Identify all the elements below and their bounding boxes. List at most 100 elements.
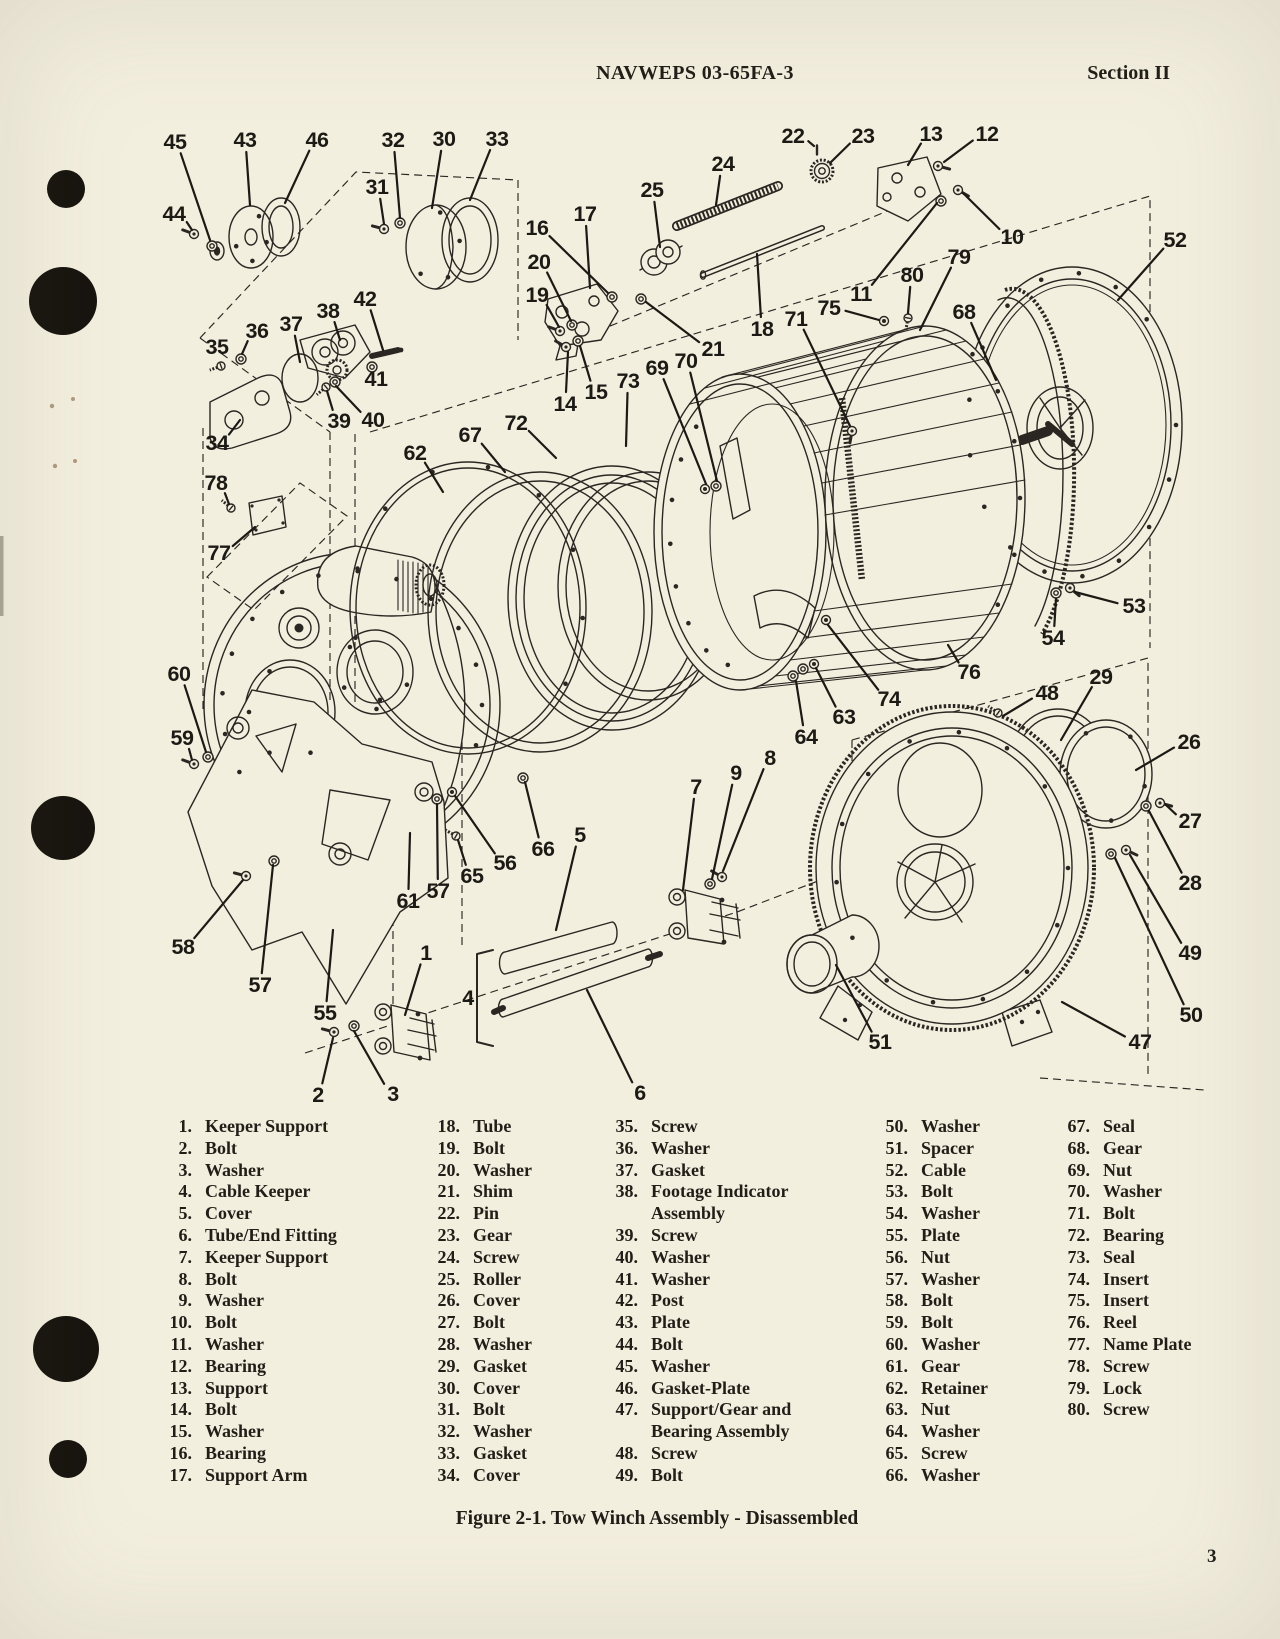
part-number: 79. [1067,1377,1091,1398]
callout-leader [369,309,385,352]
callout-leader [961,191,1001,231]
part-name: Washer [921,1268,981,1289]
callout-leader [393,150,402,220]
callout-number: 8 [764,746,776,770]
parts-list-item: 63.Nut [850,1399,988,1421]
nut-icon [699,483,711,495]
washer-icon [1140,800,1152,812]
parts-list-item: 57. Washer [850,1269,988,1291]
callout-number: 31 [366,175,389,199]
washer-icon [787,670,799,682]
bolt-icon [1154,797,1174,809]
bolt-hole-dot [456,625,461,631]
parts-list-item: 60.Washer [850,1334,988,1356]
bolt-icon [554,339,572,353]
parts-list-item: 48.Screw [580,1443,809,1465]
callout-leader [870,201,939,286]
part-number: 68. [1067,1137,1091,1158]
parts-list-item: 80.Screw [1032,1399,1191,1421]
bolt-hole-dot [220,691,225,696]
bolt-hole-dot [907,739,912,744]
parts-list-item: 16. Bearing [134,1443,337,1465]
washer-icon [366,361,378,373]
bolt-hole-dot [834,879,839,885]
bolt-hole-dot [686,620,691,626]
parts-list-item: 33. Gasket [402,1443,532,1465]
callout-number: 26 [1178,730,1201,754]
callout-number: 16 [526,216,549,240]
bolt-hole-dot [693,424,699,430]
callout-leader [802,328,852,428]
part-number: 33. [437,1442,461,1463]
callout-leader [183,684,208,754]
callout-leader [1128,853,1183,944]
part-name: Gasket [473,1442,527,1463]
bolt-hole-dot [982,504,987,510]
parts-list-item: 49.Bolt [580,1465,809,1487]
callout-leader [293,334,302,364]
bolt-hole-dot [1166,477,1172,482]
callout-leader [527,429,558,460]
part-name: Washer [651,1355,711,1376]
bolt-hole-dot [1146,524,1152,530]
callout-number: 63 [833,705,856,729]
parts-list-item: 64.Washer [850,1421,988,1443]
bolt-icon [181,758,200,770]
part-number: 57. [885,1268,909,1289]
callout-number: 22 [782,124,805,148]
parts-list-item: 35.Screw [580,1116,809,1138]
parts-list-item: 74.Insert [1032,1269,1191,1291]
parts-list-item: 66.Washer [850,1465,988,1487]
callout-leader [814,666,837,708]
callout-number: 21 [702,337,725,361]
part-number: 42. [615,1290,639,1311]
callout-number: 57 [427,879,450,903]
part-name: Bolt [205,1137,238,1158]
callout-leader [548,235,610,295]
callout-leader [710,783,734,881]
callout-leader [193,878,245,940]
part-number: 72. [1067,1224,1091,1245]
callout-number: 75 [818,296,841,320]
bolt-hole-dot [1116,558,1122,563]
callout-leader [545,303,561,329]
parts-list-item: 59.Bolt [850,1312,988,1334]
registration-mark [47,170,85,208]
part-number: 16. [169,1442,193,1463]
part-name: Washer [205,1421,265,1442]
parts-list-item: 10.Bolt [134,1312,337,1334]
bolt-hole-dot [668,541,673,547]
part-number: 13. [169,1377,193,1398]
callout-leader [325,389,334,411]
bolt-icon [320,1026,340,1038]
bolt-icon [952,184,970,198]
part-name: Spacer [921,1137,974,1158]
callout-number: 80 [901,263,924,287]
callout-number: 5 [574,823,586,847]
washer-icon [1105,848,1117,860]
callout-number: 39 [328,409,351,433]
part-number: 70. [1067,1181,1091,1202]
washer-icon [268,855,280,867]
part-name: Washer [921,1116,981,1136]
part-number: 76. [1067,1312,1091,1333]
part-number: 15. [169,1421,193,1442]
callout-leader [624,391,629,448]
part-name: Bearing [205,1442,266,1463]
part-number: 14. [169,1399,193,1420]
screw-icon [220,499,236,513]
part-number: 2. [178,1137,193,1158]
washer-icon [431,793,443,805]
footage-indicator-group [209,324,404,450]
part-number: 71. [1067,1203,1091,1224]
callout-number: 38 [317,299,340,323]
part-name: Nut [921,1399,951,1420]
worm-shaft-group [672,156,942,280]
callout-number: 33 [486,127,509,151]
callout-leader [545,271,573,323]
callout-leader [430,149,443,210]
callout-leader [946,643,960,664]
callout-number: 76 [958,660,981,684]
